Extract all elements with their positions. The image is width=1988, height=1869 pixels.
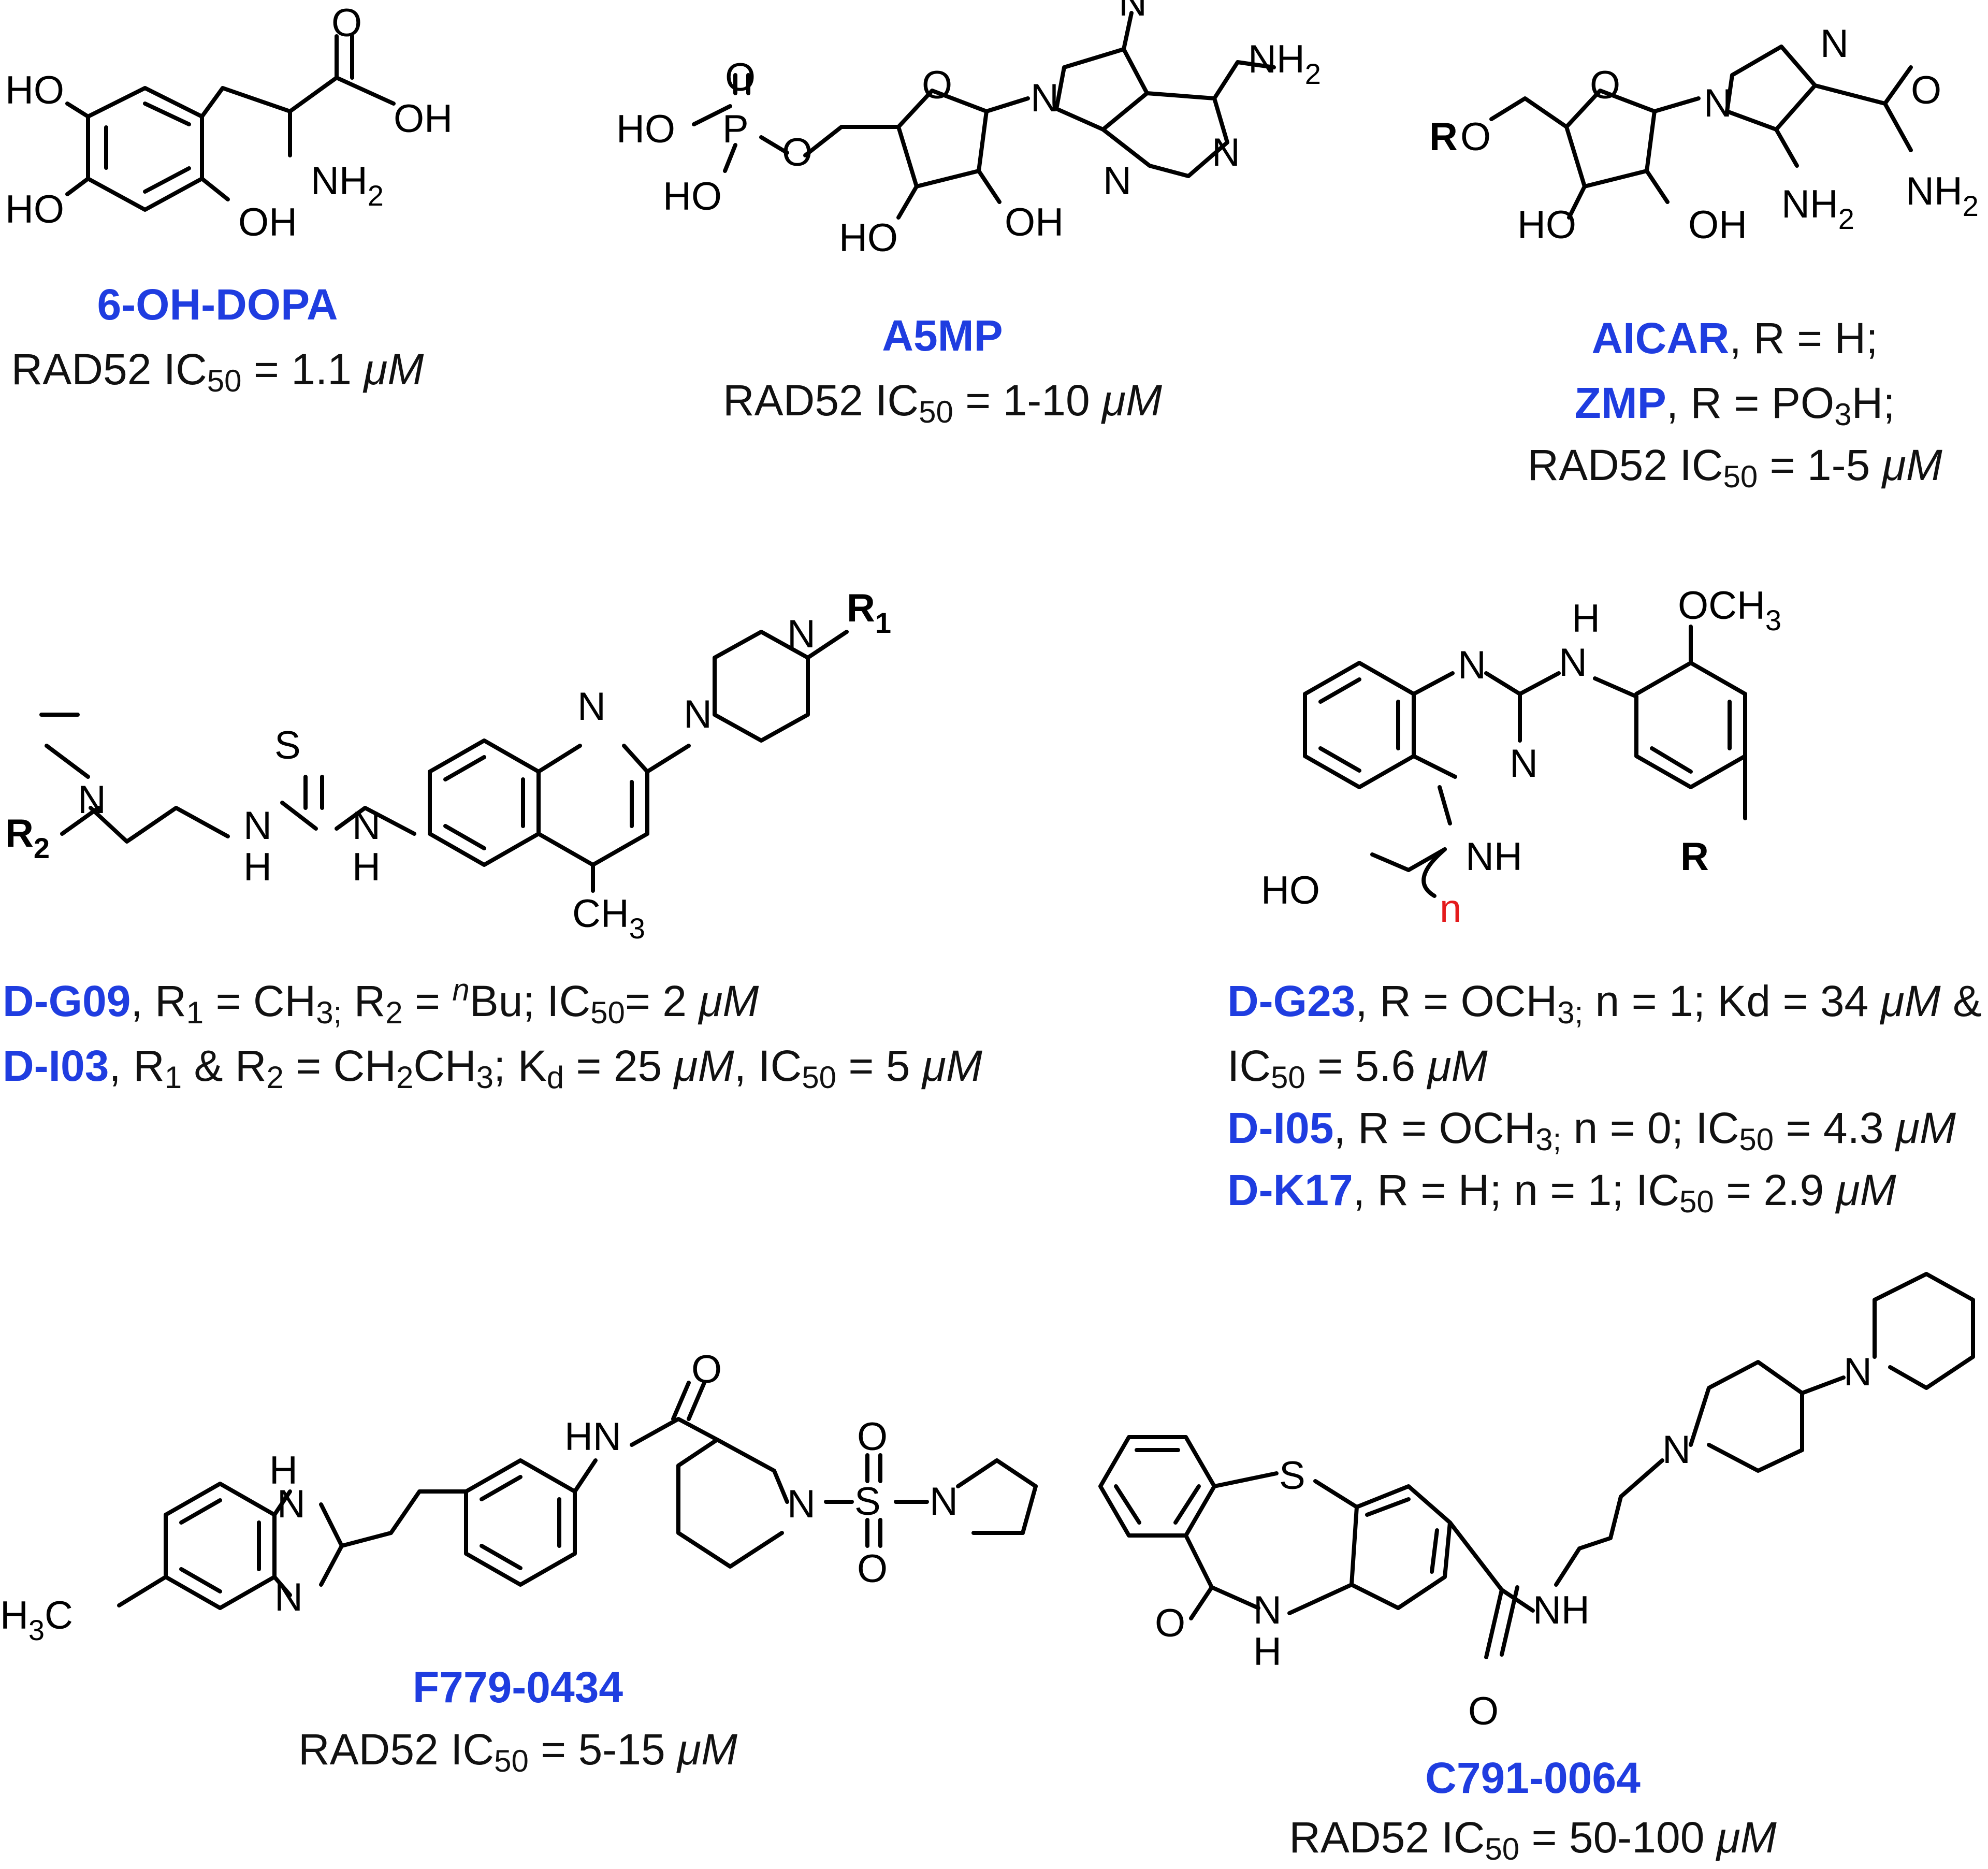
caption-d-i05: D-I05, R = OCH3; n = 0; IC50 = 4.3 μM xyxy=(1227,1104,1956,1157)
caption-d-k17: D-K17, R = H; n = 1; IC50 = 2.9 μM xyxy=(1227,1166,1896,1219)
atom-ho-ribose: HO xyxy=(839,216,898,260)
atom-p: P xyxy=(722,107,749,151)
caption-c791-name: C791-0064 xyxy=(1425,1754,1641,1802)
structure-aicar-zmp: R O O HO OH N N O NH2 NH2 xyxy=(1429,22,1979,247)
atom-och3-dg23: OCH3 xyxy=(1678,584,1781,636)
atom-n-pip-c791: N xyxy=(1662,1428,1691,1472)
atom-ho-dg23: HO xyxy=(1261,868,1320,912)
atom-n-quinoline: N xyxy=(577,685,606,729)
atom-ho-p1: HO xyxy=(616,107,675,151)
atom-nh2-adenine: NH2 xyxy=(1248,37,1321,90)
atom-o-sulf2: O xyxy=(857,1547,888,1591)
atom-ho-p2: HO xyxy=(663,175,722,219)
atom-n-thio1: N xyxy=(243,804,272,848)
atom-n-pip2: N xyxy=(787,612,816,656)
caption-d-g09: D-G09, R1 = CH3; R2 = nBu; IC50= 2 μM xyxy=(3,973,759,1030)
atom-n-piperidine: N xyxy=(787,1482,816,1526)
structure-f779-0434: H N N H3C HN O N S O O N xyxy=(0,1348,1038,1646)
caption-6-oh-dopa-name: 6-OH-DOPA xyxy=(97,280,338,329)
atom-s-dibenzo: S xyxy=(1279,1454,1305,1498)
atom-r2: R2 xyxy=(5,812,50,864)
atom-o-ester: O xyxy=(782,131,812,175)
atom-o-acid: O xyxy=(331,1,362,45)
atom-r-dg23: R xyxy=(1680,835,1709,879)
structure-6-oh-dopa: HO HO OH O OH NH2 xyxy=(5,1,453,244)
caption-d-g23: D-G23, R = OCH3; n = 1; Kd = 34 μM & xyxy=(1227,977,1982,1030)
atom-h3c-f779: H3C xyxy=(0,1593,73,1646)
caption-aicar-ic50: RAD52 IC50 = 1-5 μM xyxy=(1527,441,1942,494)
atom-ho-aicar: HO xyxy=(1517,203,1576,247)
atom-n-pyrrolidine: N xyxy=(930,1480,958,1524)
atom-ho-2: HO xyxy=(5,187,64,231)
atom-o-ro: O xyxy=(1460,115,1491,159)
caption-aicar: AICAR, R = H; xyxy=(1591,314,1878,363)
atom-o-amide-f779: O xyxy=(691,1348,722,1392)
atom-oh-3: OH xyxy=(238,200,297,244)
atom-nh2-amide: NH2 xyxy=(1906,169,1979,222)
atom-o-phos: O xyxy=(725,55,756,99)
atom-o-ring: O xyxy=(922,63,952,107)
caption-a5mp-name: A5MP xyxy=(882,311,1003,360)
atom-n3: N xyxy=(1103,159,1131,203)
atom-n-amine: N xyxy=(78,778,106,822)
atom-n-imid2: N xyxy=(1820,22,1849,66)
atom-n-lactam: N xyxy=(1253,1588,1282,1632)
atom-h-thio2: H xyxy=(352,845,381,889)
structure-d-g09: S N H N H N R2 N N N R1 CH3 xyxy=(5,586,891,945)
atom-n-pip2-c791: N xyxy=(1844,1350,1872,1394)
atom-o-c791: O xyxy=(1468,1689,1499,1733)
atom-oh-ribose: OH xyxy=(1005,200,1064,244)
atom-n-imid: N xyxy=(1704,81,1732,125)
atom-nh2-dopa: NH2 xyxy=(311,159,384,212)
atom-nh-c791: NH xyxy=(1533,1588,1590,1632)
caption-d-i03: D-I03, R1 & R2 = CH2CH3; Kd = 25 μM, IC5… xyxy=(3,1041,982,1095)
caption-a5mp-ic50: RAD52 IC50 = 1-10 μM xyxy=(722,376,1163,429)
atom-r-ro: R xyxy=(1429,115,1458,159)
atom-n-quinaz2: N xyxy=(1510,742,1538,786)
atom-oh-acid: OH xyxy=(394,97,453,141)
atom-h-benzimid: H xyxy=(269,1448,298,1493)
atom-n-thio2: N xyxy=(352,804,381,848)
atom-n1: N xyxy=(1212,131,1240,175)
caption-f779-name: F779-0434 xyxy=(412,1663,623,1712)
atom-n9: N xyxy=(1031,76,1059,120)
caption-d-g23-ic50: IC50 = 5.6 μM xyxy=(1227,1041,1488,1095)
atom-s-sulfonyl: S xyxy=(854,1480,881,1524)
atom-nh-dg23: NH xyxy=(1465,835,1522,879)
caption-zmp: ZMP, R = PO3H; xyxy=(1574,379,1895,432)
caption-6-oh-dopa-ic50: RAD52 IC50 = 1.1 μM xyxy=(11,345,424,398)
atom-o-ring-aicar: O xyxy=(1590,63,1620,107)
atom-n-pip1: N xyxy=(684,692,712,736)
atom-oh-aicar: OH xyxy=(1688,203,1747,247)
atom-n-quinaz1: N xyxy=(1458,643,1486,687)
structure-a5mp: O O P HO O HO HO OH N N NH2 N N xyxy=(616,0,1321,260)
atom-o-lactam: O xyxy=(1155,1601,1185,1645)
caption-f779-ic50: RAD52 IC50 = 5-15 μM xyxy=(298,1725,738,1778)
atom-s-thiourea: S xyxy=(274,723,301,767)
structure-d-g23: N N H N OCH3 R NH HO n xyxy=(1261,584,1781,931)
atom-h-thio1: H xyxy=(243,845,272,889)
atom-ch3-quinoline: CH3 xyxy=(572,892,645,945)
atom-n-index: n xyxy=(1440,887,1461,931)
atom-n-anilino: N xyxy=(1559,641,1587,685)
atom-ho-1: HO xyxy=(5,68,64,112)
atom-r1: R1 xyxy=(847,586,891,639)
atom-h-anilino: H xyxy=(1572,597,1600,641)
atom-o-amide: O xyxy=(1911,68,1941,112)
atom-n7: N xyxy=(1119,0,1147,24)
atom-h-lactam: H xyxy=(1253,1630,1282,1674)
caption-c791-ic50: RAD52 IC50 = 50-100 μM xyxy=(1289,1813,1777,1866)
structure-c791-0064: S N H O NH O N N xyxy=(1098,1272,1975,1733)
atom-hn-f779: HN xyxy=(564,1415,621,1459)
atom-n-benzimid2: N xyxy=(274,1575,303,1619)
atom-nh2-aicar: NH2 xyxy=(1781,182,1854,235)
atom-n-benzimid1: N xyxy=(277,1482,306,1526)
atom-o-sulf1: O xyxy=(857,1415,888,1459)
